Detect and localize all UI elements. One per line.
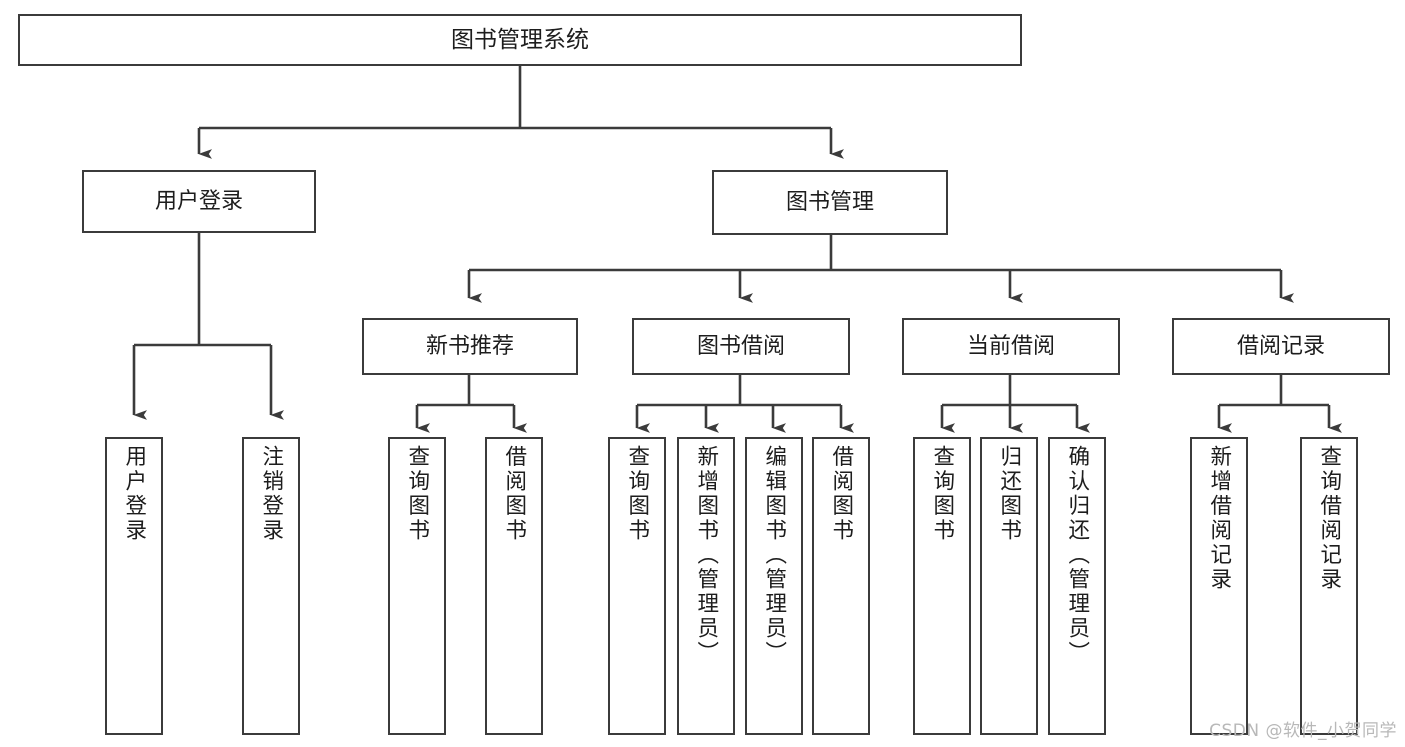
leaf-add-borrow-record[interactable]: 新增借阅记录 — [1190, 437, 1248, 735]
connectors-newbook-to-leaves — [415, 375, 527, 433]
connectors-bookborrow-to-leaves — [635, 375, 854, 433]
connectors-currentborrow-to-leaves — [940, 375, 1090, 433]
node-label: 新增图书（管理员） — [693, 445, 719, 666]
connectors-userlogin-to-leaves — [132, 233, 284, 420]
node-label: 注销登录 — [258, 445, 284, 543]
node-label: 查询图书 — [624, 445, 650, 543]
connectors-borrowrecord-to-leaves — [1217, 375, 1342, 433]
leaf-add-book-admin[interactable]: 新增图书（管理员） — [677, 437, 735, 735]
leaf-user-login[interactable]: 用户登录 — [105, 437, 163, 735]
connectors-root-to-level1 — [197, 66, 844, 159]
leaf-borrow-book[interactable]: 借阅图书 — [812, 437, 870, 735]
leaf-query-book-recommend[interactable]: 查询图书 — [388, 437, 446, 735]
node-label: 查询图书 — [404, 445, 430, 543]
node-label: 确认归还（管理员） — [1064, 445, 1090, 666]
node-label: 当前借阅 — [966, 333, 1055, 359]
csdn-watermark: CSDN @软件_小贺同学 — [1209, 721, 1397, 741]
node-label: 归还图书 — [996, 445, 1022, 543]
node-borrow-record[interactable]: 借阅记录 — [1172, 318, 1390, 375]
node-book-borrow[interactable]: 图书借阅 — [632, 318, 850, 375]
node-label: 查询图书 — [929, 445, 955, 543]
leaf-query-book-current[interactable]: 查询图书 — [913, 437, 971, 735]
node-label: 用户登录 — [121, 445, 147, 543]
leaf-return-book[interactable]: 归还图书 — [980, 437, 1038, 735]
node-label: 新增借阅记录 — [1206, 445, 1232, 592]
node-label: 图书借阅 — [696, 333, 785, 359]
node-root-system[interactable]: 图书管理系统 — [18, 14, 1022, 66]
node-user-login[interactable]: 用户登录 — [82, 170, 316, 233]
leaf-query-borrow-record[interactable]: 查询借阅记录 — [1300, 437, 1358, 735]
leaf-edit-book-admin[interactable]: 编辑图书（管理员） — [745, 437, 803, 735]
node-current-borrow[interactable]: 当前借阅 — [902, 318, 1120, 375]
node-label: 查询借阅记录 — [1316, 445, 1342, 592]
leaf-confirm-return-admin[interactable]: 确认归还（管理员） — [1048, 437, 1106, 735]
leaf-logout-login[interactable]: 注销登录 — [242, 437, 300, 735]
node-label: 借阅图书 — [828, 445, 854, 543]
node-label: 借阅记录 — [1236, 333, 1325, 359]
node-label: 编辑图书（管理员） — [761, 445, 787, 666]
connectors-bookmgmt-to-level2 — [467, 235, 1294, 303]
node-label: 图书管理 — [785, 189, 874, 215]
node-new-book-recommend[interactable]: 新书推荐 — [362, 318, 578, 375]
leaf-borrow-book-recommend[interactable]: 借阅图书 — [485, 437, 543, 735]
leaf-query-book-borrow[interactable]: 查询图书 — [608, 437, 666, 735]
node-label: 图书管理系统 — [451, 26, 589, 53]
node-book-management[interactable]: 图书管理 — [712, 170, 948, 235]
node-label: 新书推荐 — [425, 333, 514, 359]
node-label: 用户登录 — [154, 188, 243, 214]
node-label: 借阅图书 — [501, 445, 527, 543]
